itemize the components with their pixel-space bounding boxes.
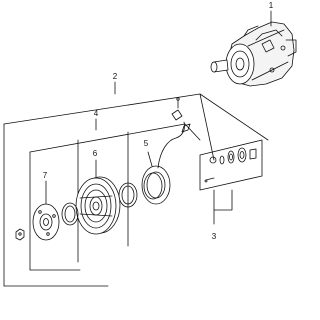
seal-kit-parts[interactable] [204,147,257,183]
callout-1: 1 [268,1,274,10]
callout-6: 6 [92,149,98,158]
compressor[interactable] [210,21,297,87]
callout-5: 5 [143,139,149,148]
callout-2: 2 [112,72,118,81]
field-coil[interactable] [141,97,191,205]
exploded-parts-diagram [3,10,297,287]
leader-line-5 [147,151,153,167]
callout-7: 7 [42,171,48,180]
assembly-bracket [3,81,269,287]
callout-4: 4 [93,109,99,118]
pulley[interactable] [75,176,121,235]
center-nut[interactable] [15,228,25,241]
seal-kit-panel [199,139,263,225]
armature-plate[interactable] [32,203,60,241]
pulley-snap-ring[interactable] [61,202,79,226]
callout-3: 3 [211,232,217,241]
